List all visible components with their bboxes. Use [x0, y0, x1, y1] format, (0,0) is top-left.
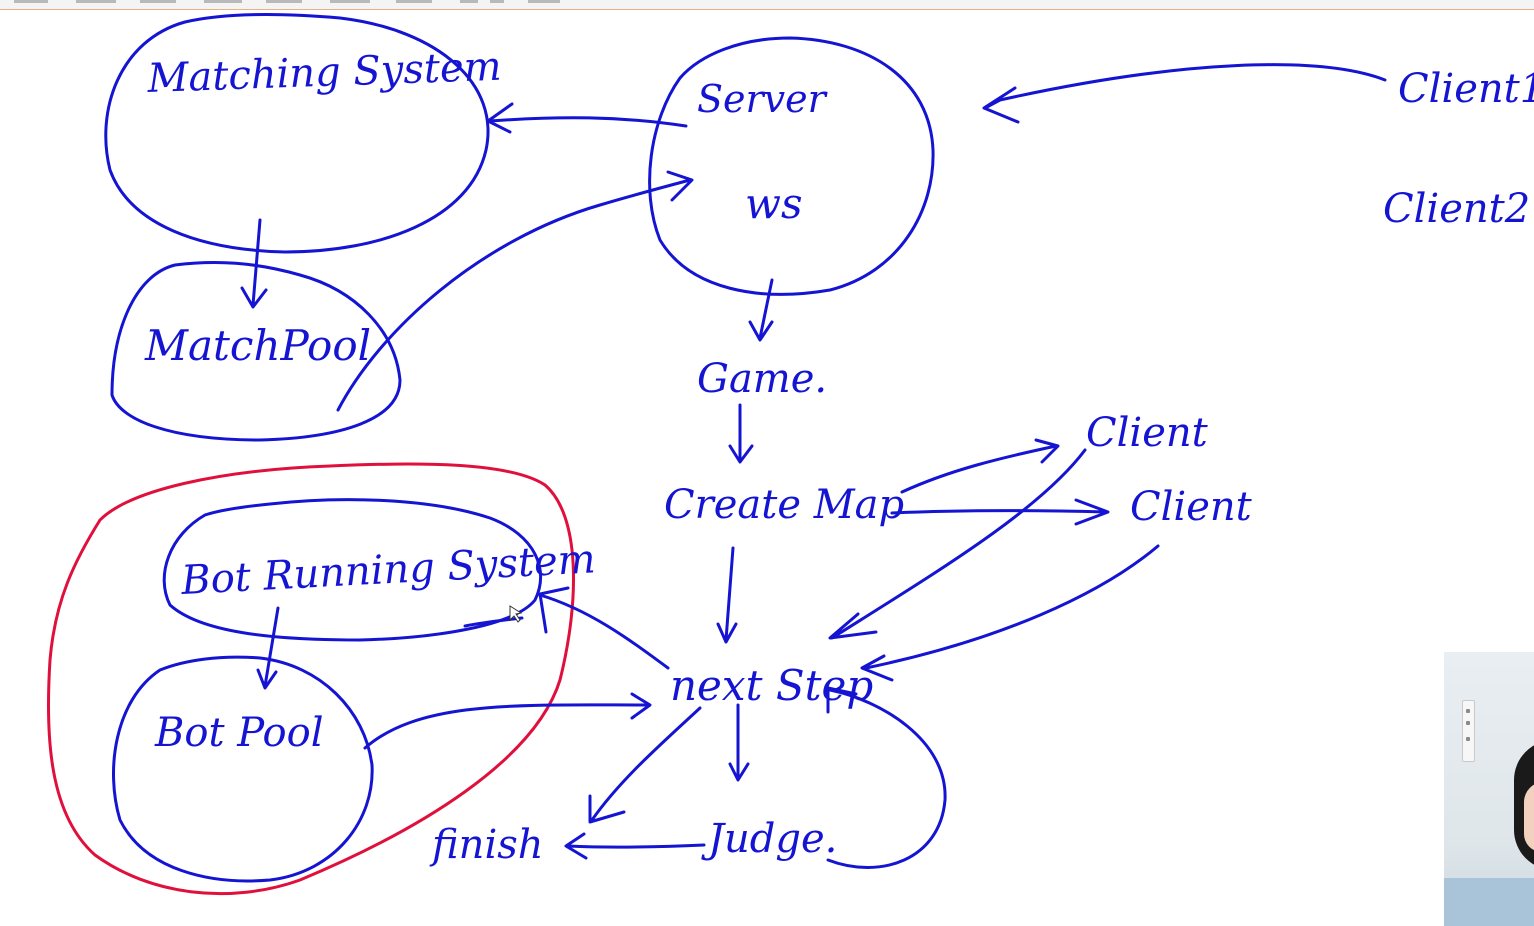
label-game: Game.: [697, 356, 827, 402]
label-client-1: Client1: [1398, 66, 1534, 112]
label-bot-pool: Bot Pool: [154, 710, 324, 756]
bot-running-underline-stroke: [463, 616, 524, 628]
toolbar-strip: [0, 0, 1534, 10]
label-next-step: next Step: [670, 661, 873, 710]
label-judge: Judge.: [701, 816, 837, 862]
label-ws: ws: [745, 179, 803, 228]
arrow-createmap-to-nextstep: [716, 546, 738, 644]
label-match-pool: MatchPool: [144, 321, 371, 370]
person-face: [1524, 782, 1534, 852]
wall-switch-icon: [1462, 700, 1475, 762]
arrow-createmap-to-client-b: [890, 498, 1110, 526]
label-bot-running-system: Bot Running System: [179, 536, 597, 604]
arrow-pool-to-ws: [336, 170, 694, 412]
label-client-2: Client2: [1383, 186, 1530, 232]
arrow-nextstep-to-botrunning: [538, 586, 670, 670]
label-create-map: Create Map: [664, 482, 904, 528]
mouse-cursor-icon: [509, 605, 523, 623]
server-ellipse: [648, 36, 935, 296]
bot-running-system-ellipse: [162, 498, 543, 642]
bot-pool-ellipse: [111, 655, 374, 883]
label-finish: finish: [429, 822, 544, 868]
arrow-game-to-createmap: [728, 403, 754, 464]
match-pool-blob: [110, 260, 402, 442]
bot-service-highlight-loop: [46, 462, 575, 896]
arrow-botrunning-to-botpool: [256, 606, 280, 690]
label-server: Server: [697, 77, 829, 121]
arrow-client-to-server: [982, 63, 1387, 124]
arrow-nextstep-to-finish: [588, 706, 702, 824]
arrow-client-a-to-nextstep: [828, 448, 1087, 640]
label-client-b: Client: [1130, 484, 1253, 530]
arrow-createmap-to-client-a: [900, 438, 1060, 494]
arrow-judge-to-finish: [564, 832, 706, 860]
webcam-overlay: [1444, 652, 1534, 926]
desk-surface: [1444, 878, 1534, 926]
label-matching-system: Matching System: [146, 44, 503, 102]
arrow-nextstep-to-judge: [728, 703, 750, 782]
arrow-server-to-game: [748, 278, 774, 342]
arrow-judge-loop-to-nextstep: [826, 686, 947, 869]
arrow-server-to-matching: [486, 102, 688, 134]
arrow-client-b-to-nextstep: [860, 544, 1160, 682]
arrow-botpool-to-nextstep: [363, 692, 652, 750]
arrow-matching-to-pool: [240, 218, 268, 309]
matching-system-ellipse: [104, 13, 490, 254]
label-client-a: Client: [1086, 410, 1209, 456]
